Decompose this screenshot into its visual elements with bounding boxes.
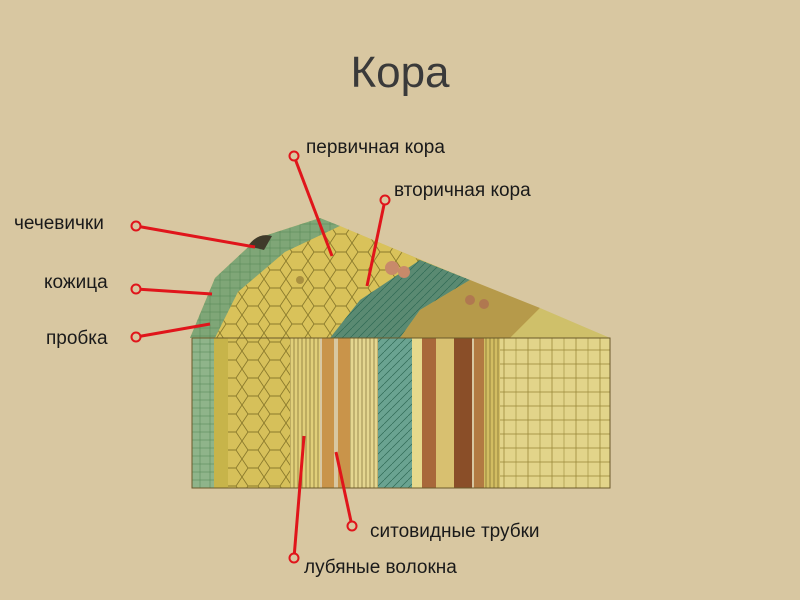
leader-lines: [130, 150, 391, 564]
front-band-fiber-light: [436, 338, 454, 488]
leader-line-sieve-tubes: [334, 451, 354, 527]
label-primary-cortex: первичная кора: [306, 137, 445, 158]
wedge-top-surface: [190, 218, 610, 338]
leader-line-primary-cortex: [292, 155, 334, 257]
wedge-front-face: [191, 337, 611, 489]
front-band-light: [412, 338, 422, 488]
front-band-phloem-1-lines: [290, 338, 320, 488]
front-face-outline: [191, 337, 611, 489]
front-band-inner-bricks: [500, 338, 610, 488]
front-band-mid-lines: [484, 338, 500, 488]
cortex-cell-cluster: [465, 295, 475, 305]
marker-primary-cortex: [288, 150, 300, 162]
marker-epidermis: [130, 283, 142, 295]
front-band-fiber-brown-1: [422, 338, 436, 488]
leader-line-lenticels: [135, 224, 256, 249]
marker-secondary-cortex: [379, 194, 391, 206]
label-sieve-tubes: ситовидные трубки: [370, 521, 540, 542]
front-band-cork-cells: [192, 338, 214, 488]
leader-line-cork: [135, 322, 211, 339]
top-surface-green-band-cells: [190, 218, 340, 338]
front-band-primary-cortex-cells: [228, 338, 290, 488]
top-surface-dark-band-hatch: [330, 260, 470, 338]
front-band-fiber-brown-2: [454, 338, 472, 488]
page-title: Кора: [350, 48, 450, 97]
top-surface-primary-cortex-cells: [215, 226, 420, 338]
front-band-cambium-green-hatch: [378, 338, 412, 488]
cortex-cell-cluster: [398, 266, 410, 278]
top-surface-secondary-cortex: [400, 280, 540, 338]
label-secondary-cortex: вторичная кора: [394, 180, 531, 201]
label-bast-fibers: лубяные волокна: [304, 557, 457, 578]
front-band-fiber-brown-3: [474, 338, 484, 488]
marker-sieve-tubes: [346, 520, 358, 532]
marker-cork: [130, 331, 142, 343]
front-band-bast-fiber-2: [338, 338, 350, 488]
leader-line-bast-fibers: [292, 435, 306, 559]
front-band-pale-lines: [350, 338, 378, 488]
label-lenticels: чечевички: [14, 213, 104, 234]
front-band-bast-fiber-1: [322, 338, 334, 488]
cortex-cell-cluster: [479, 299, 489, 309]
marker-lenticels: [130, 220, 142, 232]
marker-bast-fibers: [288, 552, 300, 564]
leader-line-epidermis: [135, 287, 213, 296]
label-epidermis: кожица: [44, 272, 108, 293]
cortex-cell-cluster: [296, 276, 304, 284]
front-band-collenchyma: [214, 338, 228, 488]
label-cork: пробка: [46, 328, 108, 349]
top-surface-inner: [510, 308, 610, 338]
cortex-cell-cluster: [385, 261, 399, 275]
leader-line-secondary-cortex: [365, 199, 387, 287]
